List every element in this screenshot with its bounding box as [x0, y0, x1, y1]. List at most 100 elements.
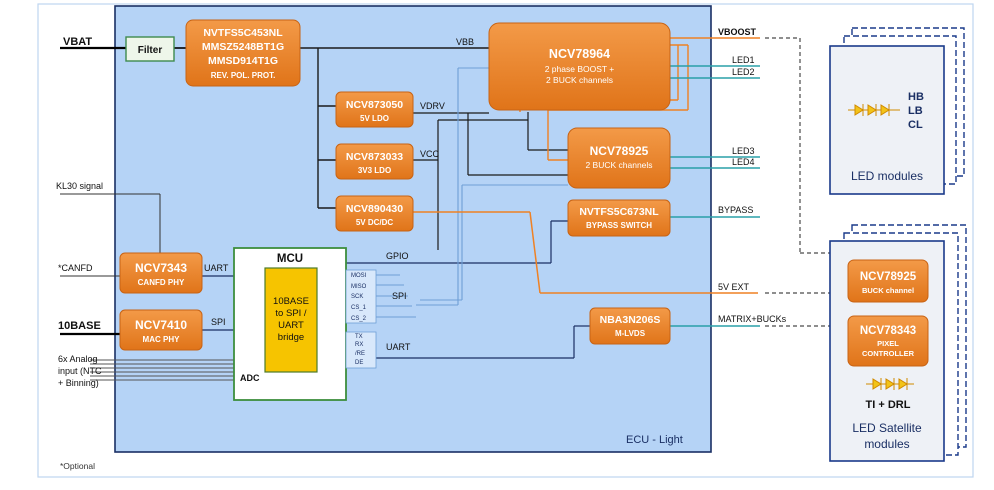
- pin-de: DE: [355, 360, 363, 366]
- buck-block: NCV78925 2 BUCK channels: [567, 127, 671, 189]
- outer-frame: [37, 3, 974, 478]
- boost-sub1: 2 phase BOOST +: [545, 64, 615, 74]
- ldo5-sub: 5V LDO: [360, 114, 389, 123]
- analog-lines: [90, 359, 234, 381]
- mcu-block: MCU 10BASE to SPI / UART bridge ADC: [233, 247, 347, 401]
- mcu-pins: MOSI MISO SCK CS_1 CS_2 TX RX /RE DE: [345, 269, 377, 369]
- bridge-line4: bridge: [278, 332, 304, 343]
- ext5v-label: 5V EXT: [718, 282, 750, 292]
- boost-sub2: 2 BUCK channels: [546, 75, 613, 85]
- analog-label-3: + Binning): [58, 378, 99, 388]
- base10-label: 10BASE: [58, 320, 101, 332]
- satellite-diode-icon: [866, 378, 914, 390]
- protection-line4: REV. POL. PROT.: [211, 71, 276, 80]
- pin-rx: RX: [355, 342, 363, 348]
- spi-mac-label: SPI: [211, 317, 226, 327]
- ldo5-block: NCV873050 5V LDO: [335, 91, 414, 128]
- led-diode-icon: [848, 104, 900, 116]
- satellite-label-1: LED Satellite: [852, 421, 922, 435]
- buck-name: NCV78925: [590, 144, 649, 158]
- bridge-line3: UART: [278, 320, 304, 331]
- ecu-label: ECU - Light: [626, 434, 683, 446]
- led-modules-label: LED modules: [851, 169, 923, 183]
- protection-line1: NVTFS5C453NL: [203, 27, 283, 39]
- buck-sub: 2 BUCK channels: [585, 160, 652, 170]
- led3-label: LED3: [732, 146, 755, 156]
- adc-label: ADC: [240, 373, 260, 383]
- bypass-out-label: BYPASS: [718, 205, 753, 215]
- uart-mcu-label: UART: [386, 342, 411, 352]
- mcu-title: MCU: [277, 253, 303, 265]
- ldo3-block: NCV873033 3V3 LDO: [335, 143, 414, 180]
- mlvds-sub: M-LVDS: [615, 329, 646, 338]
- led-lb-label: LB: [908, 105, 923, 117]
- pin-tx: TX: [355, 334, 363, 340]
- vcc-label: VCC: [420, 149, 440, 159]
- dcdc-block: NCV890430 5V DC/DC: [335, 195, 414, 232]
- mlvds-name: NBA3N206S: [600, 314, 661, 326]
- macphy-name: NCV7410: [135, 318, 187, 332]
- canphy-name: NCV7343: [135, 261, 187, 275]
- rev-pol-protection-block: NVTFS5C453NL MMSZ5248BT1G MMSD914T1G REV…: [185, 19, 301, 87]
- vboost-label: VBOOST: [718, 27, 757, 37]
- canfd-label: *CANFD: [58, 263, 93, 273]
- filter-block: Filter: [125, 36, 175, 62]
- satellite-pixel-sub1: PIXEL: [877, 339, 899, 348]
- bypass-sub: BYPASS SWITCH: [586, 221, 652, 230]
- ldo5-name: NCV873050: [346, 99, 403, 111]
- pin-sck: SCK: [351, 294, 363, 300]
- pin-miso: MISO: [351, 284, 367, 290]
- matrix-label: MATRIX+BUCKs: [718, 314, 787, 324]
- satellite-label-2: modules: [864, 437, 909, 451]
- satellite-pixel-sub2: CONTROLLER: [862, 349, 915, 358]
- bypass-block: NVTFS5C673NL BYPASS SWITCH: [567, 199, 671, 237]
- led-output-lines: [670, 65, 760, 327]
- dcdc-sub: 5V DC/DC: [356, 218, 394, 227]
- dashed-module-links: [765, 37, 830, 327]
- led4-label: LED4: [732, 157, 755, 167]
- pin-re: /RE: [355, 351, 365, 357]
- dcdc-name: NCV890430: [346, 203, 403, 215]
- pin-cs1: CS_1: [351, 305, 367, 311]
- canphy-sub: CANFD PHY: [138, 278, 185, 287]
- satellite-pixel-name: NCV78343: [860, 325, 916, 337]
- uart-can-label: UART: [204, 263, 229, 273]
- led-satellite-modules: NCV78925 BUCK channel NCV78343 PIXEL CON…: [829, 224, 967, 462]
- pin-cs2: CS_2: [351, 316, 367, 322]
- bridge-block: [264, 267, 318, 373]
- spi-bus: [376, 67, 568, 318]
- gpio-label: GPIO: [386, 251, 409, 261]
- filter-label: Filter: [138, 45, 163, 56]
- analog-label-1: 6x Analog: [58, 354, 98, 364]
- analog-label-2: input (NTC: [58, 366, 102, 376]
- satellite-buck-sub: BUCK channel: [862, 286, 914, 295]
- bridge-line2: to SPI /: [275, 308, 307, 319]
- satellite-pixel-block: NCV78343 PIXEL CONTROLLER: [847, 315, 929, 367]
- boost-name: NCV78964: [549, 47, 610, 61]
- led2-label: LED2: [732, 67, 755, 77]
- kl30-label: KL30 signal: [56, 181, 103, 191]
- ext5v-line: [413, 211, 758, 294]
- satellite-buck-name: NCV78925: [860, 271, 917, 283]
- led-cl-label: CL: [908, 119, 923, 131]
- bridge-line1: 10BASE: [273, 296, 309, 307]
- vbat-label: VBAT: [63, 36, 92, 48]
- boost-block: NCV78964 2 phase BOOST + 2 BUCK channels: [488, 22, 671, 111]
- mlvds-block: NBA3N206S M-LVDS: [589, 307, 671, 345]
- led1-label: LED1: [732, 55, 755, 65]
- optional-note: *Optional: [60, 461, 95, 471]
- protection-line2: MMSZ5248BT1G: [202, 41, 284, 53]
- vdrv-label: VDRV: [420, 101, 445, 111]
- ti-drl-label: TI + DRL: [866, 399, 911, 411]
- satellite-buck-block: NCV78925 BUCK channel: [847, 259, 929, 303]
- ldo3-sub: 3V3 LDO: [358, 166, 391, 175]
- bypass-name: NVTFS5C673NL: [579, 206, 659, 218]
- canphy-block: NCV7343 CANFD PHY: [119, 252, 203, 294]
- macphy-sub: MAC PHY: [143, 335, 181, 344]
- vbb-label: VBB: [456, 37, 474, 47]
- led-hb-label: HB: [908, 91, 924, 103]
- spi-mcu-label: SPI: [392, 291, 407, 301]
- led-modules: HB LB CL LED modules: [829, 27, 965, 195]
- macphy-block: NCV7410 MAC PHY: [119, 309, 203, 351]
